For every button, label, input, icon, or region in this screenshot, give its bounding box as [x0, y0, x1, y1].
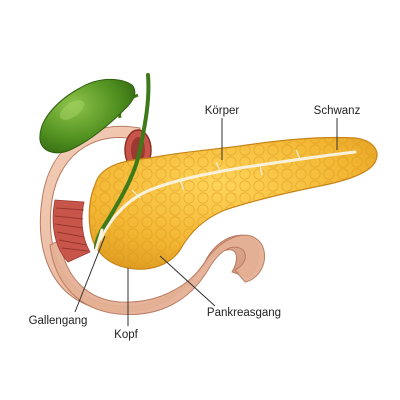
- label-bile-duct: Gallengang: [29, 315, 88, 327]
- leader-lines: [74, 118, 338, 326]
- duct-branches: [131, 149, 301, 199]
- duodenum-folds: [54, 207, 89, 252]
- label-tail: Schwanz: [314, 105, 361, 117]
- label-pancreatic-duct: Pankreasgang: [207, 307, 281, 319]
- label-head: Kopf: [114, 329, 138, 341]
- label-body: Körper: [205, 105, 240, 117]
- gallbladder: [39, 78, 136, 154]
- duodenum-mucosa: [52, 199, 91, 263]
- pancreatic-duct: [98, 150, 357, 242]
- leader-bile-duct: [74, 235, 106, 313]
- leader-pancreatic-duct: [159, 255, 216, 307]
- duodenum-lower-loop: [49, 234, 266, 316]
